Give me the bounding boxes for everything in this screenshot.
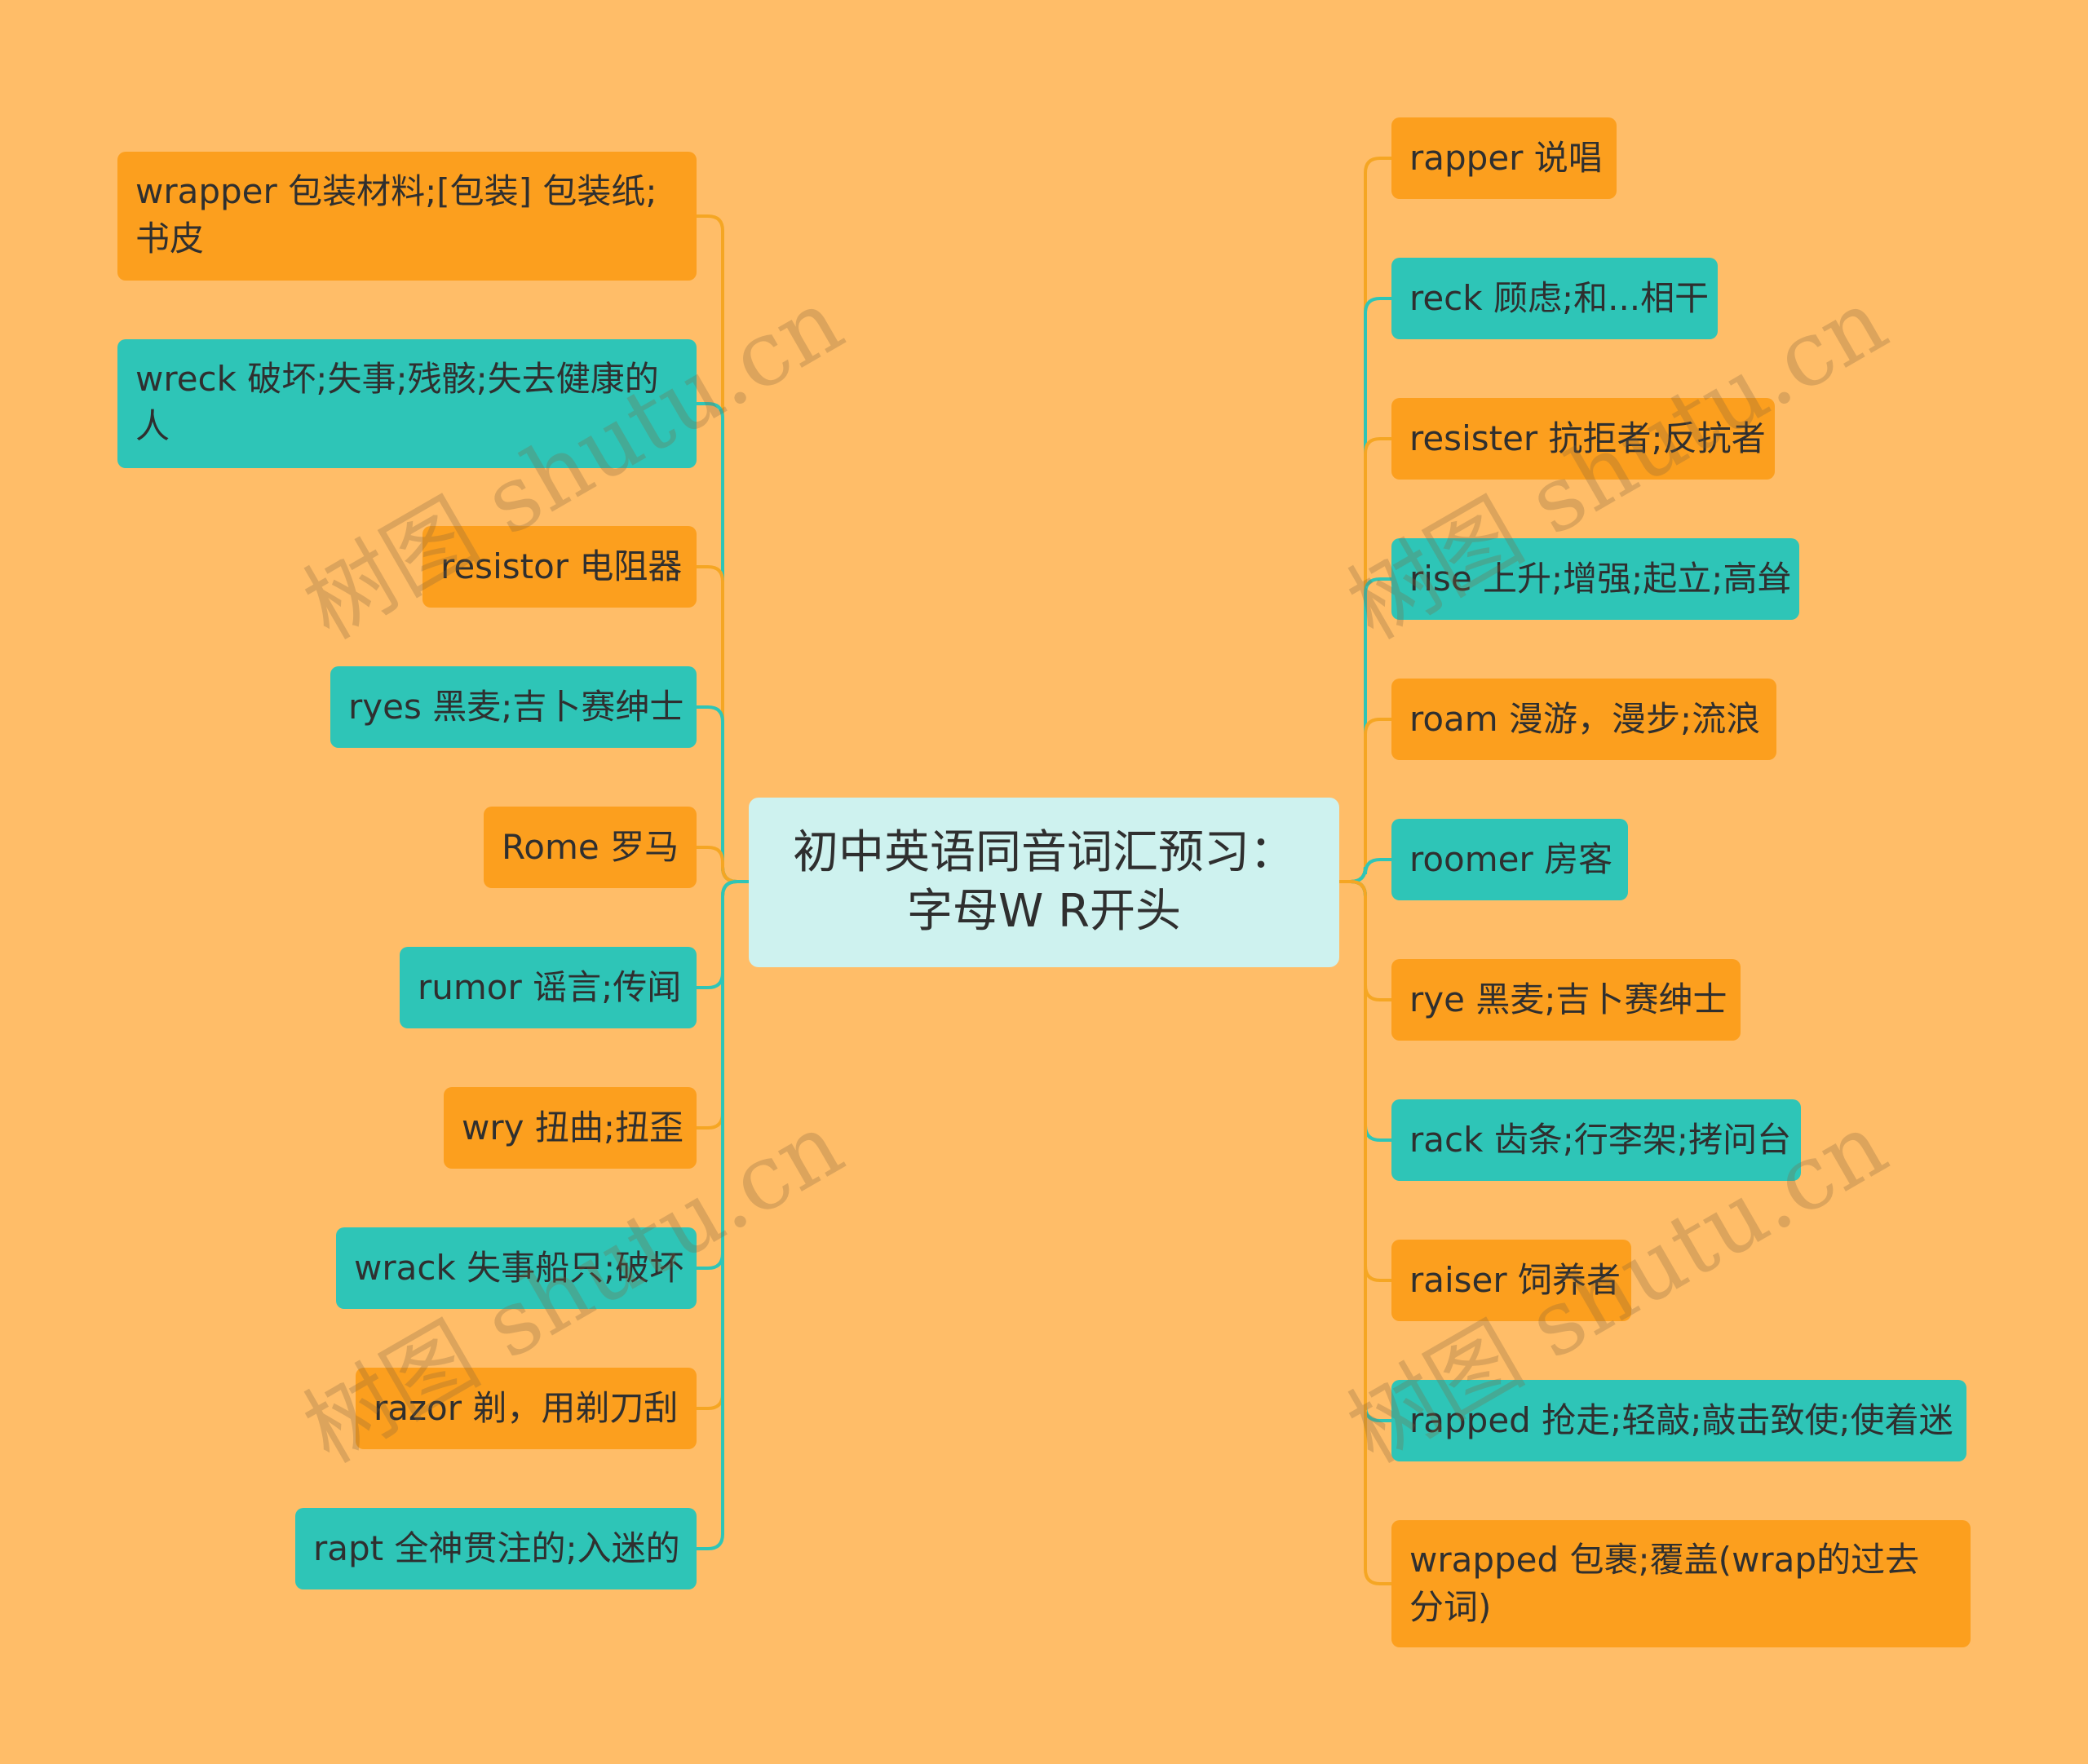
left-node-wrapper[interactable]: wrapper 包装材料;[包装] 包装纸;书皮: [117, 152, 697, 281]
right-node-rack[interactable]: rack 齿条;行李架;拷问台: [1391, 1099, 1801, 1181]
right-node-resister[interactable]: resister 抗拒者;反抗者: [1391, 398, 1775, 480]
node-label: resistor 电阻器: [440, 546, 683, 586]
node-label: wreck 破坏;失事;残骸;失去健康的人: [135, 359, 659, 446]
node-label: rumor 谣言;传闻: [418, 967, 682, 1007]
node-label: rise 上升;增强;起立;高耸: [1409, 559, 1792, 599]
connector-right-4: [1339, 718, 1391, 883]
node-label: rapped 抢走;轻敲;敲击致使;使着迷: [1409, 1400, 1953, 1440]
node-label: ryes 黑麦;吉卜赛绅士: [348, 687, 684, 727]
node-label: wrapped 包裹;覆盖(wrap的过去分词): [1409, 1540, 1920, 1627]
right-node-rye[interactable]: rye 黑麦;吉卜赛绅士: [1391, 959, 1741, 1041]
node-label: wrack 失事船只;破坏: [354, 1248, 684, 1288]
central-topic-line2: 字母W R开头: [906, 885, 1182, 938]
right-node-rapper[interactable]: rapper 说唱: [1391, 117, 1617, 199]
right-node-rapped[interactable]: rapped 抢走;轻敲;敲击致使;使着迷: [1391, 1380, 1966, 1461]
left-node-wry[interactable]: wry 扭曲;扭歪: [444, 1087, 697, 1169]
left-node-wrack[interactable]: wrack 失事船只;破坏: [336, 1227, 697, 1309]
left-node-resistor[interactable]: resistor 电阻器: [422, 526, 697, 608]
node-label: wrapper 包装材料;[包装] 包装纸;书皮: [135, 171, 657, 259]
right-node-rise[interactable]: rise 上升;增强;起立;高耸: [1391, 538, 1799, 620]
node-label: rye 黑麦;吉卜赛绅士: [1409, 979, 1727, 1019]
left-node-rapt[interactable]: rapt 全神贯注的;入迷的: [295, 1508, 697, 1589]
left-node-rome[interactable]: Rome 罗马: [484, 807, 697, 888]
right-node-wrapped[interactable]: wrapped 包裹;覆盖(wrap的过去分词): [1391, 1520, 1971, 1647]
node-label: razor 剃，用剃刀刮: [374, 1388, 679, 1428]
node-label: Rome 罗马: [502, 827, 679, 867]
node-label: raiser 饲养者: [1409, 1260, 1621, 1300]
node-label: reck 顾虑;和...相干: [1409, 278, 1710, 318]
left-node-wreck[interactable]: wreck 破坏;失事;残骸;失去健康的人: [117, 339, 697, 468]
right-node-roam[interactable]: roam 漫游，漫步;流浪: [1391, 679, 1776, 760]
connector-right-10: [1339, 880, 1391, 1585]
connector-left-9: [697, 880, 749, 1550]
right-node-reck[interactable]: reck 顾虑;和...相干: [1391, 258, 1718, 339]
left-node-razor[interactable]: razor 剃，用剃刀刮: [356, 1368, 697, 1449]
central-topic[interactable]: 初中英语同音词汇预习： 字母W R开头: [749, 798, 1339, 967]
node-label: rack 齿条;行李架;拷问台: [1409, 1120, 1792, 1160]
node-label: roam 漫游，漫步;流浪: [1409, 699, 1761, 739]
right-node-raiser[interactable]: raiser 饲养者: [1391, 1240, 1631, 1321]
left-node-ryes[interactable]: ryes 黑麦;吉卜赛绅士: [330, 666, 697, 748]
node-label: roomer 房客: [1409, 839, 1613, 879]
left-node-rumor[interactable]: rumor 谣言;传闻: [400, 947, 697, 1028]
node-label: resister 抗拒者;反抗者: [1409, 418, 1766, 458]
node-label: rapper 说唱: [1409, 138, 1603, 178]
node-label: wry 扭曲;扭歪: [462, 1107, 683, 1147]
node-label: rapt 全神贯注的;入迷的: [313, 1528, 680, 1568]
right-node-roomer[interactable]: roomer 房客: [1391, 819, 1628, 900]
central-topic-line1: 初中英语同音词汇预习：: [793, 826, 1295, 879]
